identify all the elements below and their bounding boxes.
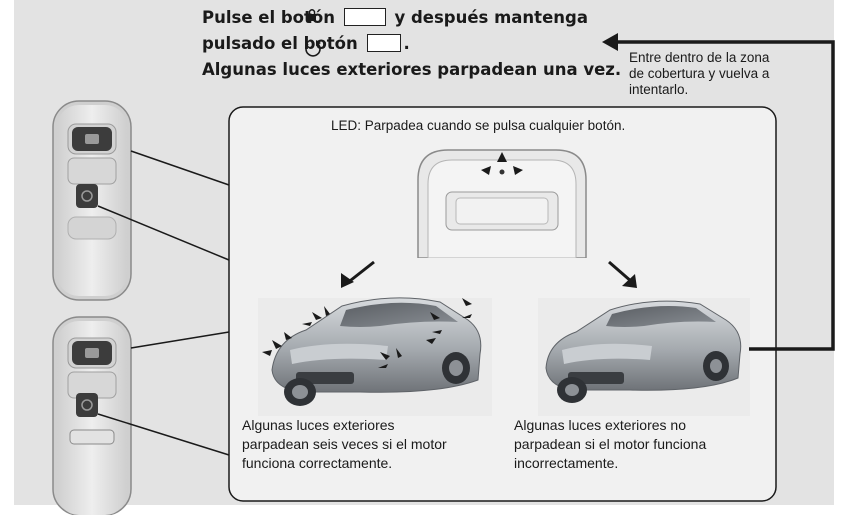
instruction-line-1-start: Pulse el botón [202, 8, 335, 27]
retry-loop-arrow [602, 33, 835, 351]
failure-caption-line-2: parpadean si el motor funciona [514, 436, 707, 452]
retry-note-line-1: Entre dentro de la zona [629, 50, 770, 65]
car-lights-flashing [258, 297, 492, 416]
key-fob-top [52, 100, 132, 301]
retry-note-line-2: de cobertura y vuelva a [629, 66, 770, 81]
flash-marks [262, 298, 472, 368]
car-lights-not-flashing [538, 298, 750, 416]
success-caption-line-3: funciona correctamente. [242, 455, 393, 471]
remote-start-icon [305, 40, 321, 57]
instruction-line-2-start: pulsado el botón [202, 34, 358, 53]
instruction-line-3: Algunas luces exteriores parpadean una v… [202, 60, 622, 79]
success-caption-line-2: parpadean seis veces si el motor [242, 436, 447, 452]
lock-icon [308, 9, 316, 21]
success-caption-line-1: Algunas luces exteriores [242, 417, 395, 433]
led-label: LED: Parpadea cuando se pulsa cualquier … [331, 118, 626, 133]
callout-connectors [97, 150, 230, 456]
arrow-to-success [341, 260, 375, 288]
instruction-line-1-end: y después mantenga [394, 8, 588, 27]
retry-note-line-3: intentarlo. [629, 82, 689, 97]
arrow-to-failure [608, 260, 637, 288]
fob-start-button [76, 184, 98, 208]
instruction-line-2: pulsado el botón . [202, 33, 410, 55]
start-button-box [366, 33, 401, 52]
instruction-line-1: Pulse el botón y después mantenga [202, 7, 588, 29]
instruction-line-2-end: . [403, 34, 410, 53]
led-indicator [499, 169, 505, 175]
lock-button-box [343, 7, 386, 26]
fob-closeup [417, 149, 587, 259]
key-fob-bottom [52, 316, 132, 515]
failure-caption-line-1: Algunas luces exteriores no [514, 417, 686, 433]
fob-start-button-2 [76, 393, 98, 417]
failure-caption-line-3: incorrectamente. [514, 455, 619, 471]
